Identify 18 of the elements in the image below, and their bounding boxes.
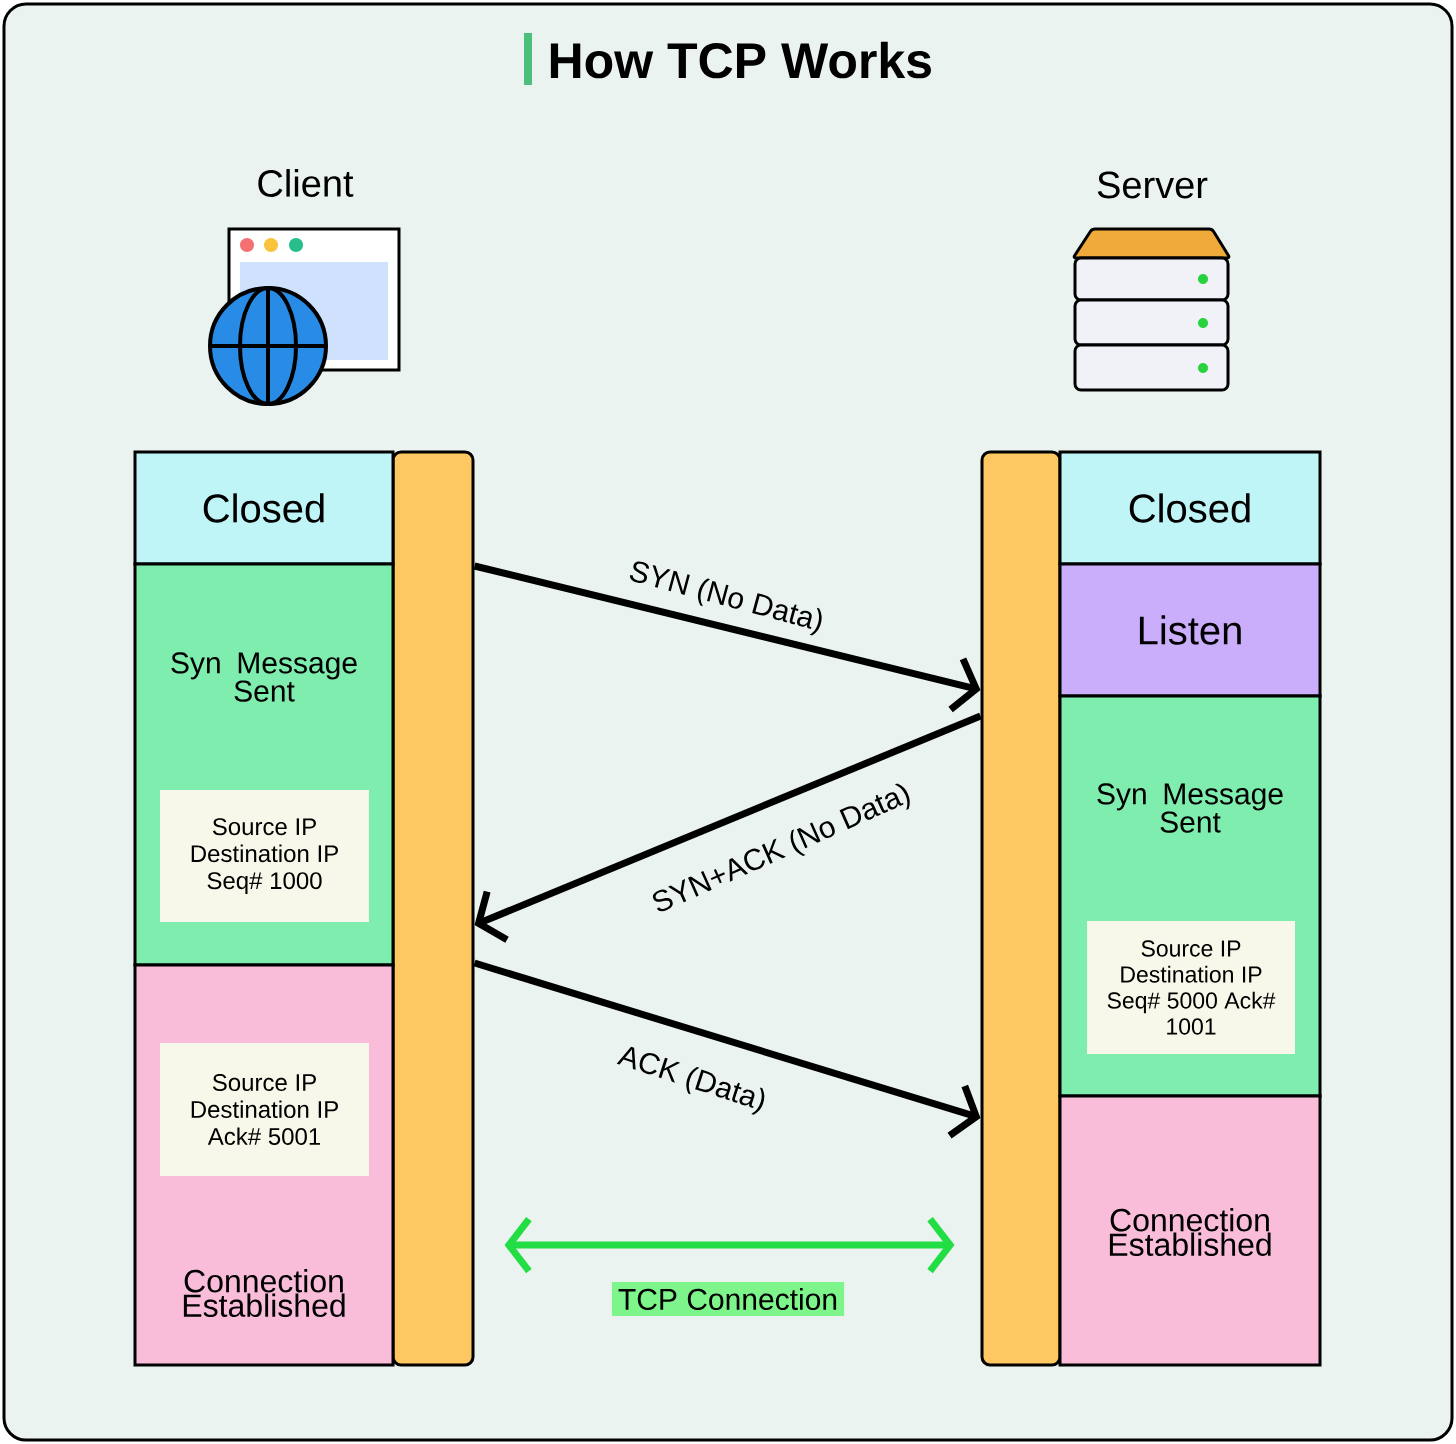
edge-label: TCP Connection [611,1282,845,1317]
column-heading: Server [1097,171,1208,199]
state-box: Closed [133,450,395,566]
arrow [474,712,982,943]
arrow [473,959,981,1139]
state-box: Connection Established [1058,1094,1322,1367]
message-box: Source IP Destination IP Seq# 5000 Ack# 1001 [1087,921,1295,1054]
state-box: Closed [1058,450,1322,566]
message-box: Source IP Destination IP Ack# 5001 [160,1043,369,1176]
edge-label: SYN (No Data) [629,561,822,636]
edge-label: ACK (Data) [616,1046,765,1115]
arrow [504,1216,955,1274]
title: How TCP Works [550,41,931,79]
column-heading: Client [258,169,354,197]
state-box: Listen [1058,562,1322,698]
message-box: Source IP Destination IP Seq# 1000 [160,790,369,922]
arrow [473,562,981,713]
timeline-bar [980,450,1062,1367]
